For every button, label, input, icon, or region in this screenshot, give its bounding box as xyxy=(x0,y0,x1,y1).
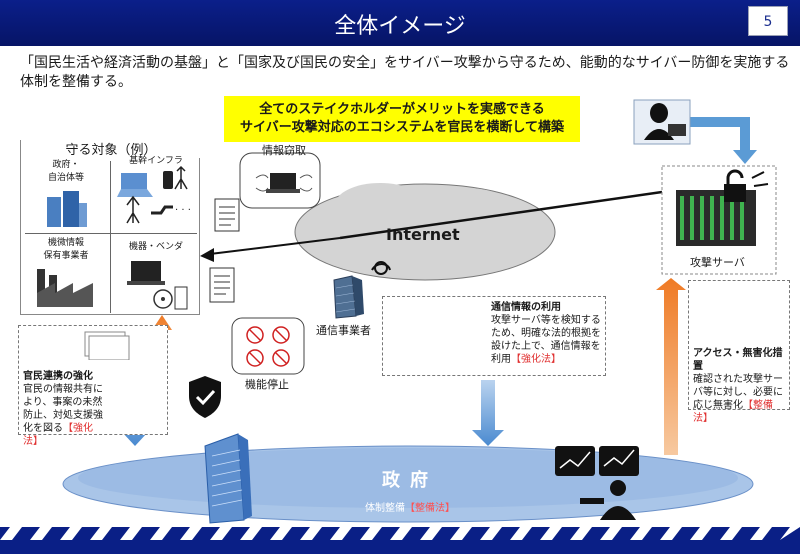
document-stack-icon xyxy=(84,331,130,360)
target-government: 政府・ 自治体等 xyxy=(21,151,111,235)
comm-info-body: 攻撃サーバ等を検知するため、明確な法的根拠を設けた上で、通信情報を利用【強化法】 xyxy=(491,315,601,365)
government-sub: 体制整備【整備法】 xyxy=(365,503,455,514)
document-icon xyxy=(214,198,240,232)
neutralize-title: アクセス・無害化措置 xyxy=(693,348,783,372)
info-theft-bubble xyxy=(239,152,321,209)
neutralize-note: アクセス・無害化措置 確認された攻撃サーバ等に対し、必要に応じ無害化【整備法】 xyxy=(688,280,790,424)
office-building-icon xyxy=(47,191,87,227)
cooperation-note: 官民連携の強化 官民の情報共有により、事案の未然防止、対処支援強化を図る【強化法… xyxy=(18,325,168,447)
target-devices-vendors: 機器・ベンダ xyxy=(111,235,201,319)
internet-label: Internet xyxy=(386,225,460,244)
attack-server-label: 攻撃サーバ xyxy=(690,256,745,269)
target-sensitive-info: 機微情報 保有事業者 xyxy=(21,235,111,319)
cooperation-body: 官民の情報共有により、事案の未然防止、対処支援強化を図る【強化法】 xyxy=(23,384,103,447)
target-infrastructure: 基幹インフラ · · · xyxy=(111,151,201,235)
cooperation-title: 官民連携の強化 xyxy=(23,371,93,382)
target-label: 機微情報 保有事業者 xyxy=(43,238,89,261)
down-arrow-center xyxy=(472,380,504,446)
banner-line-1: 全てのステイクホルダーがメリットを実感できる xyxy=(259,102,545,117)
page-title: 全体イメージ xyxy=(334,14,466,39)
attack-arrow-to-targets xyxy=(200,237,341,262)
up-arrow-right xyxy=(656,278,686,455)
laptop-disc-icon xyxy=(127,261,188,310)
comm-info-title: 通信情報の利用 xyxy=(491,302,561,313)
document-icon xyxy=(209,267,235,303)
shutdown-label: 機能停止 xyxy=(245,378,289,391)
neutralize-body: 確認された攻撃サーバ等に対し、必要に応じ無害化【整備法】 xyxy=(693,374,783,424)
monitors-operator-icon xyxy=(555,446,639,520)
operator-label: 通信事業者 xyxy=(316,324,371,337)
lead-text: 「国民生活や経済活動の基盤」と「国家及び国民の安全」をサイバー攻撃から守るため、… xyxy=(20,55,790,90)
info-theft-label: 情報窃取 xyxy=(262,144,306,157)
padlock-icon xyxy=(724,169,769,202)
function-stop-bubble xyxy=(231,317,305,375)
highlight-banner: 全てのステイクホルダーがメリットを実感できる サイバー攻撃対応のエコシステムを官… xyxy=(224,96,580,142)
infrastructure-icons: · · · xyxy=(117,165,191,224)
target-label: 機器・ベンダ xyxy=(128,242,183,252)
target-label: 基幹インフラ xyxy=(129,156,183,166)
attack-line xyxy=(339,190,663,240)
operator-building-icon xyxy=(333,275,364,319)
svg-text:· · ·: · · · xyxy=(175,205,191,216)
hacker-icon xyxy=(633,99,691,145)
attack-server-box xyxy=(661,165,777,275)
target-label: 政府・ 自治体等 xyxy=(47,160,84,183)
factory-icon xyxy=(37,269,93,307)
government-label: 政府 xyxy=(382,470,438,491)
hacker-to-server-arrow xyxy=(690,117,757,164)
government-building-icon xyxy=(204,433,252,524)
targets-title: 守る対象（例） xyxy=(21,139,201,158)
banner-line-2: サイバー攻撃対応のエコシステムを官民を横断して構築 xyxy=(240,120,564,135)
cable-loop-icon xyxy=(371,261,391,275)
comm-info-note: 通信情報の利用 攻撃サーバ等を検知するため、明確な法的根拠を設けた上で、通信情報… xyxy=(382,296,606,376)
bottom-stripe xyxy=(0,527,800,554)
page-number: 5 xyxy=(748,6,788,36)
shield-check-icon xyxy=(189,376,221,418)
internet-cloud xyxy=(294,183,556,281)
title-bar xyxy=(0,0,800,46)
targets-box: 守る対象（例） 政府・ 自治体等 基幹インフラ · · · 機微情報 保有事業者… xyxy=(20,139,201,315)
